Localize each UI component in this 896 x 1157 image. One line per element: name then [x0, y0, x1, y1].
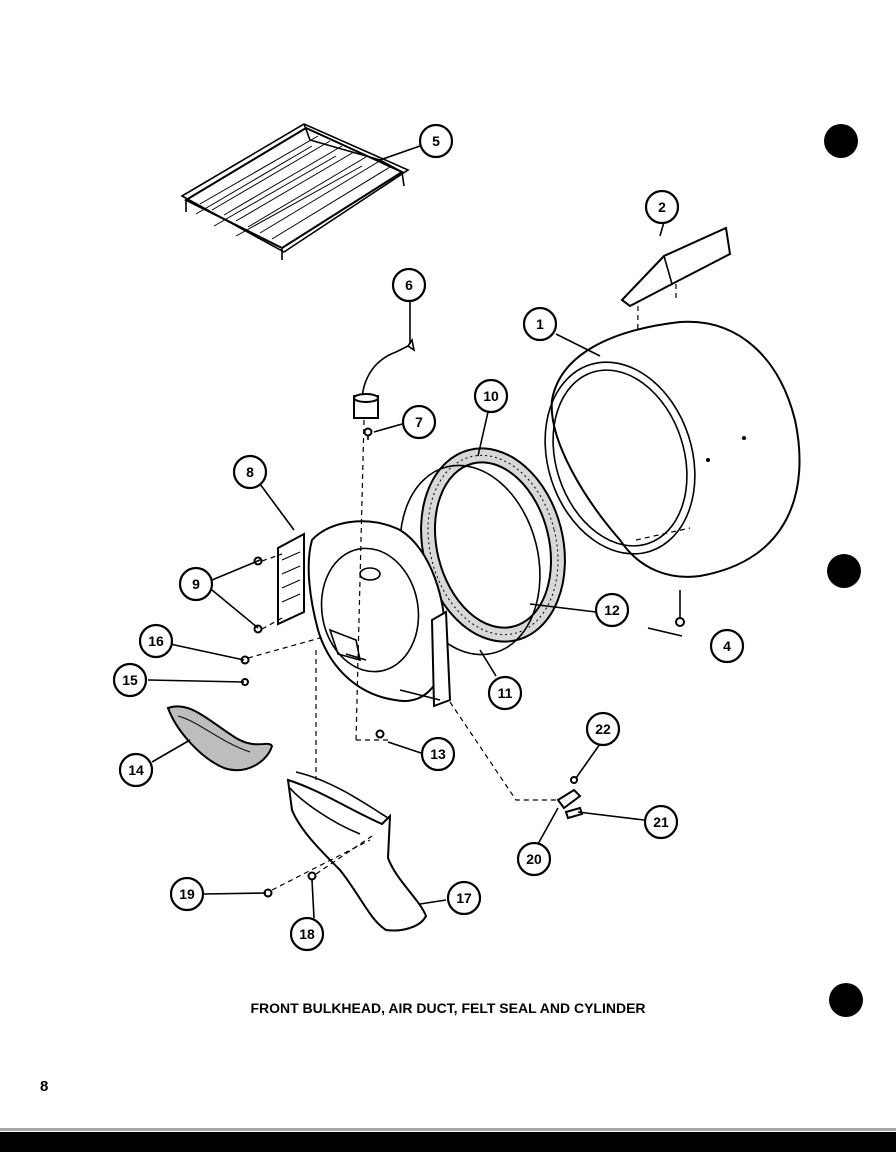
svg-text:21: 21 [653, 814, 669, 830]
part-1-cylinder [544, 320, 801, 578]
binder-hole-middle [827, 554, 861, 588]
part-5-drying-rack [180, 123, 410, 260]
callout-8: 8 [232, 454, 268, 490]
part-6-thermostat-wire [353, 337, 416, 419]
part-18-screw [307, 871, 317, 881]
callout-4: 4 [709, 628, 745, 664]
callout-9: 9 [178, 566, 214, 602]
callout-6: 6 [391, 267, 427, 303]
svg-text:1: 1 [536, 316, 544, 332]
callout-2: 2 [644, 189, 680, 225]
part-4-screw [675, 590, 685, 627]
callout-14: 14 [118, 752, 154, 788]
part-13-screw [375, 729, 385, 739]
part-17-air-duct [286, 771, 428, 932]
scan-edge-bottom [0, 1132, 896, 1152]
callout-13: 13 [420, 736, 456, 772]
diagram-caption: FRONT BULKHEAD, AIR DUCT, FELT SEAL AND … [250, 1000, 646, 1016]
callout-10: 10 [473, 378, 509, 414]
svg-text:2: 2 [658, 199, 666, 215]
svg-text:4: 4 [723, 638, 731, 654]
svg-text:5: 5 [432, 133, 440, 149]
svg-text:12: 12 [604, 602, 620, 618]
callout-5: 5 [418, 123, 454, 159]
callout-18: 18 [289, 916, 325, 952]
callout-21: 21 [643, 804, 679, 840]
svg-text:6: 6 [405, 277, 413, 293]
svg-text:7: 7 [415, 414, 423, 430]
callout-1: 1 [522, 306, 558, 342]
part-14-lint-filter [166, 705, 274, 772]
callout-12: 12 [594, 592, 630, 628]
svg-text:15: 15 [122, 672, 138, 688]
svg-text:13: 13 [430, 746, 446, 762]
svg-text:11: 11 [498, 685, 513, 701]
svg-text:9: 9 [192, 576, 200, 592]
part-22-screw [570, 776, 578, 784]
part-10-felt-seal [420, 447, 566, 643]
callout-15: 15 [112, 662, 148, 698]
svg-text:10: 10 [483, 388, 499, 404]
svg-text:8: 8 [246, 464, 254, 480]
svg-text:16: 16 [148, 633, 164, 649]
binder-hole-top [824, 124, 858, 158]
binder-hole-bottom [829, 983, 863, 1017]
svg-text:19: 19 [179, 886, 195, 902]
callout-17: 17 [446, 880, 482, 916]
part-9-screws [253, 556, 263, 634]
svg-text:14: 14 [128, 762, 144, 778]
svg-text:18: 18 [299, 926, 315, 942]
part-7-screw [363, 427, 373, 440]
svg-text:22: 22 [595, 721, 611, 737]
part-20-bracket [556, 788, 582, 810]
svg-text:17: 17 [456, 890, 472, 906]
callout-22: 22 [585, 711, 621, 747]
part-21-screw [564, 806, 584, 820]
part-2-baffle [620, 226, 732, 308]
callout-7: 7 [401, 404, 437, 440]
callout-19: 19 [169, 876, 205, 912]
part-8-front-bulkhead [277, 520, 452, 708]
callout-20: 20 [516, 841, 552, 877]
svg-text:20: 20 [526, 851, 542, 867]
page-number: 8 [40, 1078, 49, 1095]
callout-11: 11 [487, 675, 523, 711]
callout-16: 16 [138, 623, 174, 659]
